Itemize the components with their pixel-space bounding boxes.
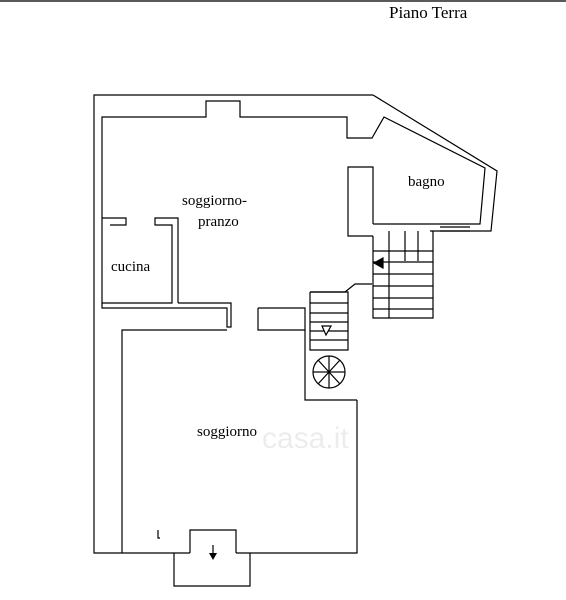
spiral-treads [313, 356, 345, 388]
watermark: casa.it [262, 422, 349, 455]
label-cucina: cucina [111, 259, 150, 275]
partition-right-2 [304, 330, 357, 401]
entrance-inner [157, 530, 160, 539]
small-stair [309, 291, 349, 351]
label-bagno: bagno [408, 174, 445, 190]
outer-wall [93, 94, 373, 554]
entrance-arrow [209, 553, 217, 560]
entrance [189, 529, 237, 553]
partition-right [257, 307, 306, 331]
stair-treads [373, 231, 433, 318]
bathroom-wall [347, 166, 374, 237]
floor-title: Piano Terra [389, 3, 468, 22]
label-soggiorno-pranzo-2: pranzo [198, 214, 239, 230]
stair-arrow [372, 256, 384, 270]
outer-wall-upper-right [372, 94, 498, 232]
top-rule [0, 0, 566, 2]
kitchen-door [102, 217, 127, 226]
entrance-porch [173, 553, 251, 587]
partition [121, 329, 227, 553]
kitchen-bottom [101, 302, 232, 328]
label-soggiorno: soggiorno [197, 424, 257, 440]
label-soggiorno-pranzo-1: soggiorno- [182, 193, 247, 209]
small-stair-step [310, 283, 372, 293]
inner-wall-top [101, 100, 486, 225]
small-stair-arrow [321, 325, 333, 337]
outer-wall-right [236, 400, 358, 554]
kitchen-wall [101, 217, 179, 304]
